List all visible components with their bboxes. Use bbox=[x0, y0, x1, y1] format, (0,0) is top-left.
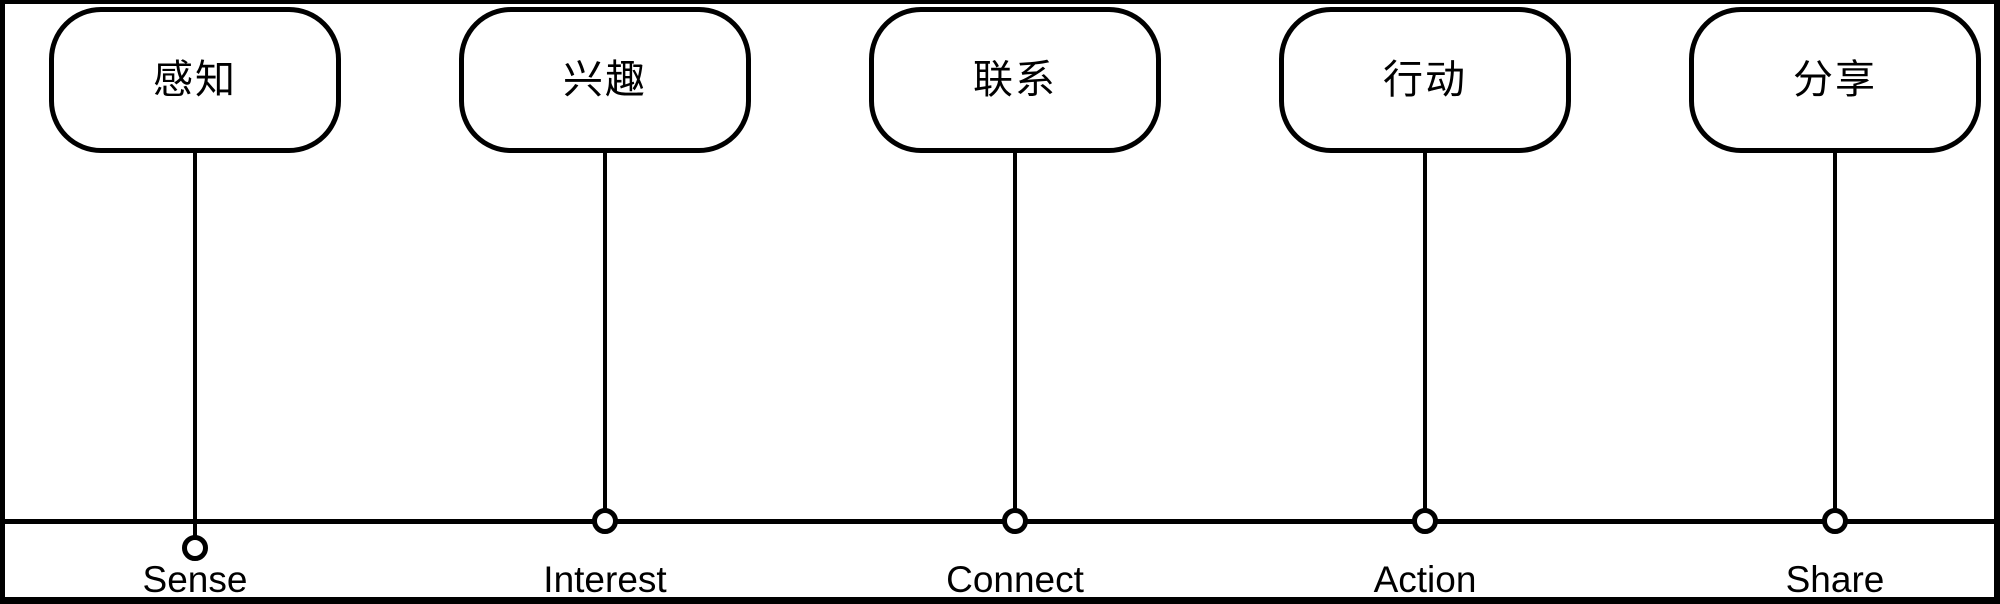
stage-en-label: Connect bbox=[946, 559, 1084, 600]
stage-share: 分享 Share bbox=[1689, 4, 1981, 597]
connector-line bbox=[603, 151, 607, 522]
stage-en-label: Interest bbox=[543, 559, 667, 600]
stage-zh-label: 联系 bbox=[973, 58, 1057, 102]
stage-zh-label: 分享 bbox=[1793, 58, 1877, 102]
stage-zh-label: 行动 bbox=[1383, 58, 1467, 102]
timeline-marker-circle bbox=[592, 508, 618, 534]
timeline-marker-circle bbox=[1002, 508, 1028, 534]
stage-action: 行动 Action bbox=[1279, 4, 1571, 597]
timeline-axis bbox=[5, 519, 1994, 524]
stage-en-label: Share bbox=[1785, 559, 1885, 600]
timeline-marker-circle bbox=[1822, 508, 1848, 534]
timeline-marker-circle bbox=[1412, 508, 1438, 534]
stage-node-bubble: 兴趣 bbox=[459, 7, 751, 153]
connector-line bbox=[1833, 151, 1837, 522]
timeline-marker-circle bbox=[182, 535, 208, 561]
stage-connect: 联系 Connect bbox=[869, 4, 1161, 597]
connector-line bbox=[1013, 151, 1017, 522]
connector-line bbox=[193, 151, 197, 541]
stage-node-bubble: 感知 bbox=[49, 7, 341, 153]
stage-sense: 感知 Sense bbox=[49, 4, 341, 597]
stage-zh-label: 感知 bbox=[153, 58, 237, 102]
stage-en-label: Sense bbox=[142, 559, 248, 600]
stage-node-bubble: 行动 bbox=[1279, 7, 1571, 153]
stage-node-bubble: 分享 bbox=[1689, 7, 1981, 153]
stage-en-label: Action bbox=[1373, 559, 1477, 600]
stage-interest: 兴趣 Interest bbox=[459, 4, 751, 597]
stage-node-bubble: 联系 bbox=[869, 7, 1161, 153]
connector-line bbox=[1423, 151, 1427, 522]
stage-zh-label: 兴趣 bbox=[563, 58, 647, 102]
